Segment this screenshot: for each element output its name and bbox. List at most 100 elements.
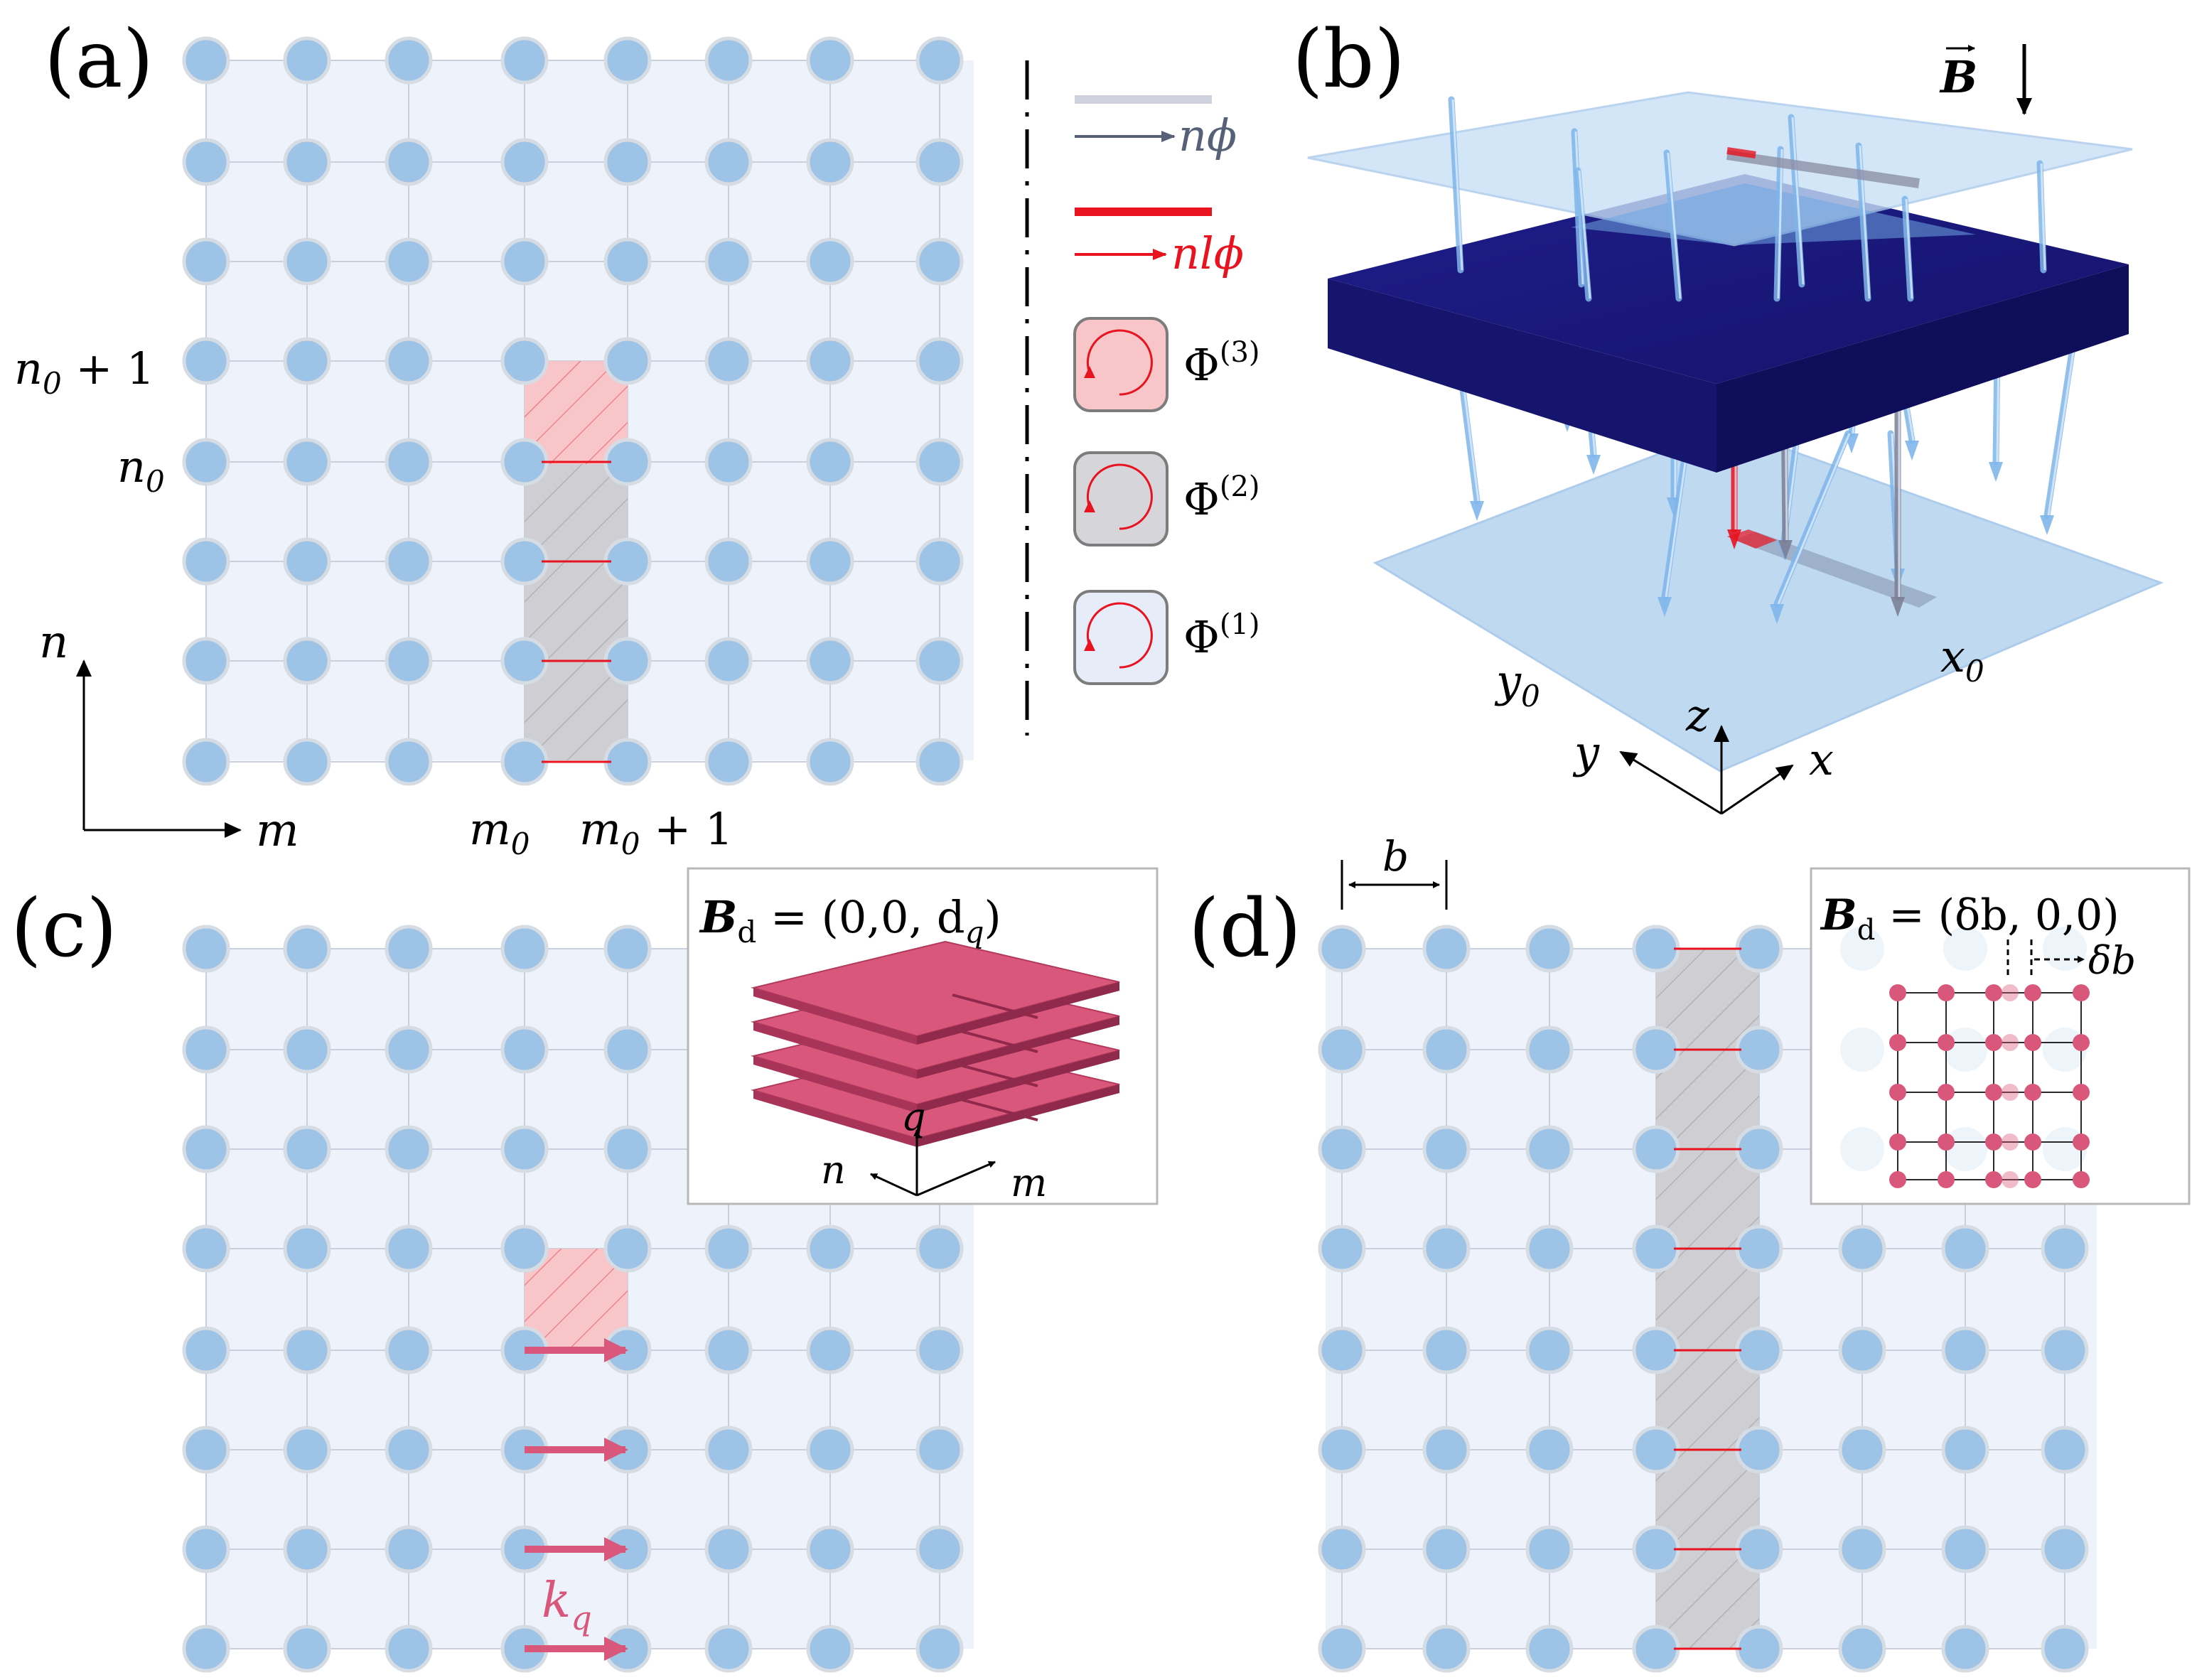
lattice-a-site — [704, 138, 753, 186]
lattice-a-site — [603, 537, 652, 586]
lattice-c-site — [806, 1326, 854, 1374]
flux-rod — [2036, 160, 2047, 274]
lattice-d-site — [1525, 1625, 1574, 1673]
lattice-a-site — [283, 537, 331, 586]
inset-shifted-site — [2002, 1134, 2019, 1151]
inset-site — [1889, 1084, 1906, 1101]
lattice-a-site — [603, 438, 652, 486]
inset-site — [1889, 1034, 1906, 1051]
axis-m-label: m — [256, 804, 299, 857]
lattice-a-site — [915, 36, 964, 85]
svg-text:B: B — [1939, 51, 1977, 103]
lattice-d-site — [1632, 1224, 1680, 1273]
inset-site — [1889, 1171, 1906, 1188]
lattice-d-site — [1525, 1125, 1574, 1173]
lattice-c-site — [385, 1426, 433, 1474]
inset-site — [1889, 984, 1906, 1001]
inset-site — [1938, 1034, 1955, 1051]
lattice-c-site — [182, 925, 230, 973]
inset-site — [1985, 1034, 2002, 1051]
lattice-a-site — [806, 237, 854, 286]
y-axis-label: y — [1572, 726, 1600, 778]
x0-label: x0 — [1940, 630, 1984, 689]
lattice-d-site — [1318, 1625, 1366, 1673]
lattice-d-site — [1525, 1025, 1574, 1074]
lattice-c-site — [806, 1625, 854, 1673]
inset-shifted-site — [2002, 1034, 2019, 1051]
inset-c: Bd = (0,0, dq) q m n — [687, 867, 1159, 1205]
lattice-a-site — [806, 637, 854, 685]
lattice-d-site — [2041, 1224, 2089, 1273]
lattice-a-site — [283, 237, 331, 286]
lattice-d-site — [2041, 1625, 2089, 1673]
lattice-c-site — [704, 1224, 753, 1273]
lattice-a-site — [603, 637, 652, 685]
lattice-d-site — [1422, 1224, 1471, 1273]
lattice-d-site — [1525, 1326, 1574, 1374]
lattice-c-site — [915, 1326, 964, 1374]
lattice-c-site — [915, 1525, 964, 1573]
lattice-d-site — [2041, 1326, 2089, 1374]
lattice-c-site — [500, 1224, 549, 1273]
lattice-a-site — [704, 537, 753, 586]
lattice-c-site — [182, 1326, 230, 1374]
lattice-c-site — [500, 1025, 549, 1074]
flux-rod — [1574, 167, 1592, 302]
lattice-c-site — [283, 1025, 331, 1074]
inset-q-label: q — [901, 1094, 926, 1139]
lattice-d-site — [1422, 1326, 1471, 1374]
lattice-a-site — [500, 537, 549, 586]
x-axis-arrow — [1721, 764, 1794, 815]
lattice-a-site — [704, 738, 753, 786]
flux-rod — [1727, 462, 1741, 549]
grey-guide-top — [1726, 150, 1920, 188]
lattice-c-site — [915, 1625, 964, 1673]
lattice-a-site — [704, 438, 753, 486]
ghost-site — [1943, 1127, 1987, 1171]
lattice-d-site — [1422, 925, 1471, 973]
lattice-a-site — [385, 438, 433, 486]
lattice-a-site — [915, 738, 964, 786]
legend-a: nϕ nlϕ Φ(3) Φ(2) Φ(1) — [1073, 95, 1260, 685]
lattice-a-site — [500, 138, 549, 186]
flux2-icon — [1073, 451, 1168, 546]
lattice-a-site — [283, 337, 331, 385]
lattice-a-site — [603, 36, 652, 85]
row-label-n0-plus-1: n0 + 1 — [14, 343, 154, 401]
lattice-c-site — [182, 1625, 230, 1673]
inset-site — [2073, 1084, 2090, 1101]
legend-grey-label: nϕ — [1178, 109, 1237, 161]
lattice-a-site — [182, 537, 230, 586]
lattice-a-site — [283, 738, 331, 786]
lattice-c-site — [385, 1125, 433, 1173]
lattice-d-site — [1318, 1426, 1366, 1474]
spacing-indicator: b — [1341, 832, 1448, 910]
kq-arrows — [525, 1338, 628, 1661]
lattice-d-site — [2041, 1426, 2089, 1474]
lattice-a-site — [385, 537, 433, 586]
lattice-d-site — [1422, 1125, 1471, 1173]
col-label-m0: m0 — [469, 803, 530, 861]
inset-site — [1985, 1084, 2002, 1101]
lattice-c-site — [915, 1426, 964, 1474]
y0-label: y0 — [1494, 655, 1540, 714]
lattice-c-site — [704, 1625, 753, 1673]
lattice-d-site — [1735, 1426, 1783, 1474]
panel-b: (b) B z x y x0 — [1292, 14, 2164, 815]
inset-d-grid — [1889, 984, 2090, 1188]
sites-d — [1318, 925, 2089, 1673]
ghost-site — [1840, 927, 1884, 971]
lattice-d-site — [1525, 1224, 1574, 1273]
stacked-sheets — [751, 940, 1120, 1147]
col-label-m0-plus-1: m0 + 1 — [579, 803, 733, 861]
lattice-a-site — [915, 337, 964, 385]
lattice-a-site — [182, 237, 230, 286]
lattice-a-site — [500, 337, 549, 385]
lattice-c-site — [283, 1125, 331, 1173]
lattice-c-site — [500, 1125, 549, 1173]
lattice-d-site — [1735, 925, 1783, 973]
lattice-d-site — [1735, 1025, 1783, 1074]
flux-rod — [1773, 146, 1784, 302]
lattice-d-site — [1318, 1025, 1366, 1074]
